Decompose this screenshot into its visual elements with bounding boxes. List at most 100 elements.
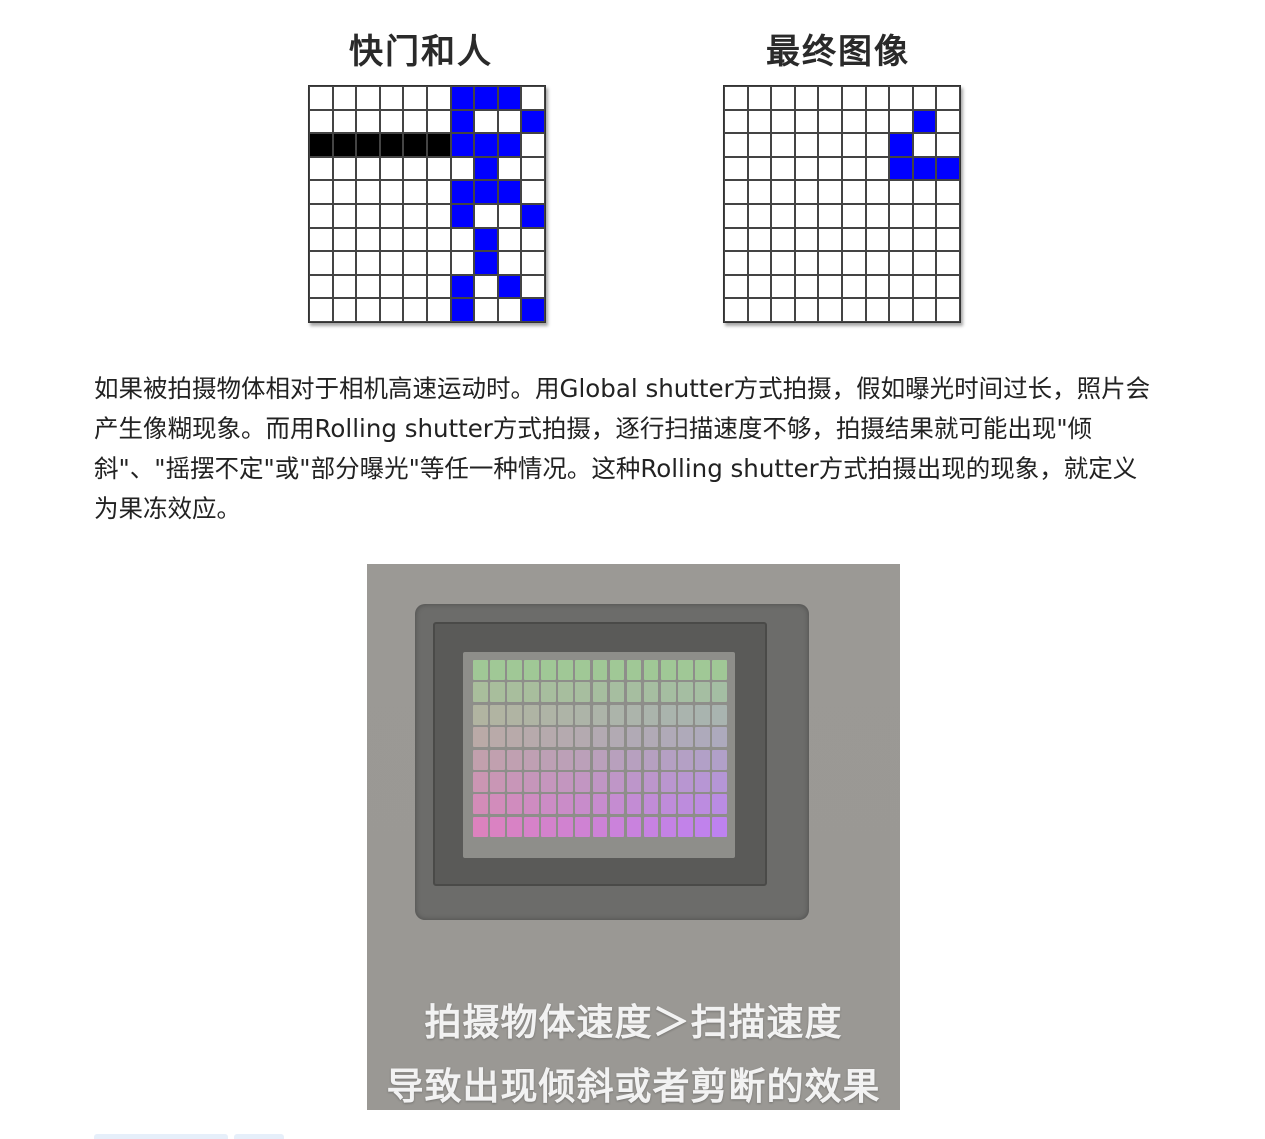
sensor-pixel [507, 704, 522, 725]
grid-cell [841, 156, 866, 181]
grid-cell [841, 251, 866, 275]
grid-cell [771, 180, 795, 204]
grid-cell [309, 86, 333, 110]
sensor-pixel [677, 794, 693, 815]
grid-cell [747, 251, 772, 275]
grid-cell [794, 86, 819, 110]
grid-cell [332, 274, 357, 299]
grid-cell [379, 274, 404, 299]
sensor-pixel [695, 749, 710, 770]
sensor-pixel [541, 749, 556, 770]
grid-cell [426, 203, 451, 228]
sensor-pixel [507, 660, 522, 680]
sensor-pixel [541, 771, 556, 792]
grid-cell [889, 86, 913, 110]
sensor-pixel [490, 727, 505, 748]
sensor-pixel [626, 660, 642, 680]
grid-cell [426, 274, 451, 299]
blue-cell [450, 133, 475, 157]
blue-cell [497, 86, 522, 110]
grid-cell [771, 109, 795, 134]
grid-cell [426, 180, 451, 204]
shutter-cell [379, 133, 404, 157]
grid-cell [889, 203, 913, 228]
sensor-pixel [541, 704, 556, 725]
sensor-pixel [592, 749, 608, 770]
grid-cell [865, 156, 890, 181]
grid-cell [936, 86, 960, 110]
paragraph-line: 产生像糊现象。而用Rolling shutter方式拍摄，逐行扫描速度不够，拍摄… [94, 414, 1093, 443]
grid-cell [474, 298, 498, 322]
sensor-pixel [643, 749, 659, 770]
sensor-pixel [609, 794, 625, 815]
toolbar-tab[interactable] [94, 1134, 228, 1139]
grid-cell [497, 251, 522, 275]
sensor-pixel [490, 704, 505, 725]
sensor-pixel [609, 816, 625, 837]
grid-cell [426, 251, 451, 275]
grid-cell [474, 109, 498, 134]
sensor-pixel [592, 727, 608, 748]
grid-cell [771, 133, 795, 157]
grid-cell [450, 227, 475, 252]
blue-cell [497, 180, 522, 204]
grid-cell [747, 203, 772, 228]
grid-cell [818, 86, 842, 110]
toolbar-tab[interactable] [234, 1134, 284, 1139]
left-grid-title: 快门和人 [349, 32, 493, 72]
grid-cell [865, 203, 890, 228]
final-image-grid [723, 85, 961, 323]
sensor-pixel [592, 682, 608, 703]
grid-cell [794, 203, 819, 228]
sensor-pixel [609, 727, 625, 748]
shutter-cell [356, 133, 380, 157]
sensor-pixel [507, 727, 522, 748]
grid-cell [356, 156, 380, 181]
sensor-pixel [643, 682, 659, 703]
blue-cell [521, 298, 545, 322]
sensor-pixel [473, 771, 488, 792]
sensor-pixel [524, 660, 539, 680]
grid-cell [403, 86, 427, 110]
sensor-pixel [609, 749, 625, 770]
grid-cell [356, 86, 380, 110]
paragraph-line: 为果冻效应。 [94, 494, 241, 523]
sensor-pixel [558, 704, 574, 725]
blue-cell [474, 156, 498, 181]
grid-cell [771, 227, 795, 252]
sensor-pixel [524, 771, 539, 792]
grid-cell [818, 298, 842, 322]
grid-cell [841, 274, 866, 299]
sensor-pixel [490, 771, 505, 792]
sensor-pixel [558, 816, 574, 837]
sensor-pixel [524, 704, 539, 725]
grid-cell [912, 203, 937, 228]
grid-cell [818, 274, 842, 299]
grid-cell [794, 298, 819, 322]
blue-cell [497, 274, 522, 299]
grid-cell [747, 133, 772, 157]
sensor-pixel [575, 682, 591, 703]
grid-cell [912, 133, 937, 157]
sensor-pixel [660, 749, 676, 770]
grid-cell [379, 86, 404, 110]
sensor-pixel [660, 816, 676, 837]
sensor-pixel [643, 704, 659, 725]
grid-cell [379, 227, 404, 252]
sensor-pixel [541, 682, 556, 703]
grid-cell [497, 227, 522, 252]
grid-cell [497, 156, 522, 181]
sensor-pixel [575, 704, 591, 725]
grid-cell [521, 156, 545, 181]
grid-cell [889, 251, 913, 275]
blue-cell [474, 227, 498, 252]
grid-cell [356, 227, 380, 252]
blue-cell [497, 133, 522, 157]
grid-cell [521, 133, 545, 157]
shutter-and-person-grid [308, 85, 546, 323]
grid-cell [356, 251, 380, 275]
grid-cell [379, 180, 404, 204]
sensor-pixel [575, 727, 591, 748]
sensor-chip [463, 652, 735, 858]
sensor-pixel [592, 704, 608, 725]
